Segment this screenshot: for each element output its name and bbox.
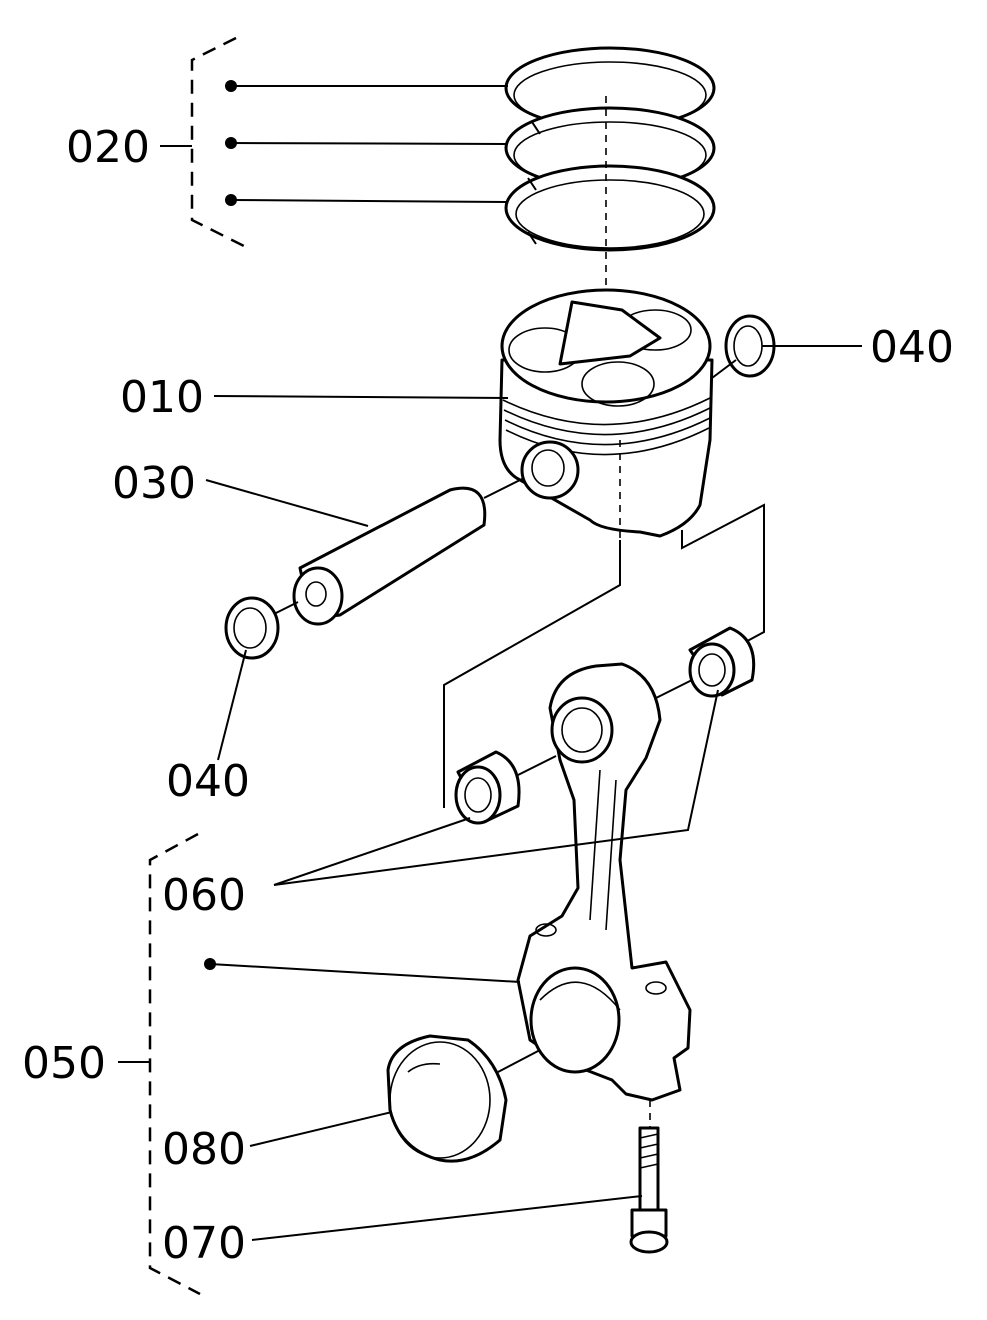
bracket-020 xyxy=(160,36,245,248)
callout-050: 050 xyxy=(22,1038,106,1089)
piston-rings xyxy=(504,46,716,290)
assembly-guide-lines xyxy=(443,503,765,808)
bearing-shell xyxy=(386,1034,508,1163)
piston xyxy=(498,288,714,560)
con-rod-bolt xyxy=(629,1126,669,1254)
callout-040-right: 040 xyxy=(870,322,954,373)
connecting-rod xyxy=(497,662,692,1130)
callout-060: 060 xyxy=(162,870,246,921)
callout-leaders xyxy=(204,345,862,1241)
piston-pin xyxy=(292,477,525,626)
snap-ring-left xyxy=(224,596,299,660)
callout-070: 070 xyxy=(162,1218,246,1269)
callout-020: 020 xyxy=(66,122,150,173)
callout-010: 010 xyxy=(120,372,204,423)
ring-leaders xyxy=(225,80,508,206)
bushing-lower xyxy=(454,750,557,825)
callout-080: 080 xyxy=(162,1124,246,1175)
bracket-050 xyxy=(118,832,201,1296)
callout-040-left: 040 xyxy=(166,756,250,807)
callout-030: 030 xyxy=(112,458,196,509)
bushing-upper xyxy=(651,626,756,701)
